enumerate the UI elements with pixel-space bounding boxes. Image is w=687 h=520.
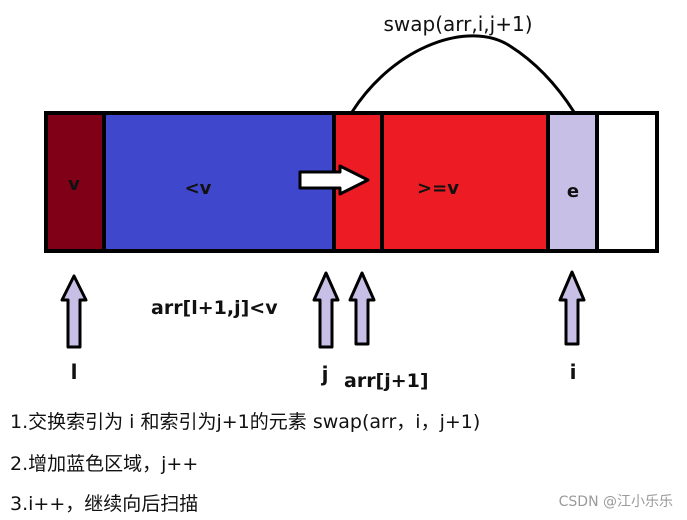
range-label: arr[l+1,j]<v [151, 297, 278, 319]
pointer-i-arrow-icon [558, 270, 586, 346]
pointer-j-plus-1-arrow-icon [348, 271, 376, 346]
pointer-j-label: j [321, 362, 329, 386]
arr-j-plus-1-label: arr[j+1] [344, 370, 429, 392]
pointer-i-label: i [570, 360, 577, 384]
pointer-l-arrow-icon [60, 274, 88, 349]
segment-v [44, 111, 106, 253]
step-note-3: 3.i++，继续向后扫描 [10, 493, 199, 515]
segment-v-label: v [68, 174, 80, 195]
swap-arc [350, 34, 576, 113]
segment-ge-v [380, 111, 550, 253]
swap-label: swap(arr,i,j+1) [384, 12, 533, 36]
segment-less-v-label: <v [185, 178, 212, 199]
segment-less-v [102, 111, 336, 253]
segment-ge-v-label: >=v [417, 178, 459, 199]
pointer-j-arrow-icon [312, 271, 340, 349]
step-note-1: 1.交换索引为 i 和索引为j+1的元素 swap(arr，i，j+1) [10, 411, 481, 433]
step-note-2: 2.增加蓝色区域，j++ [10, 453, 199, 475]
segment-unprocessed [595, 111, 659, 253]
pointer-l-label: l [71, 360, 78, 384]
segment-e-label: e [567, 181, 579, 202]
extend-arrow-icon [298, 164, 370, 196]
watermark: CSDN @江小乐乐 [558, 494, 673, 510]
